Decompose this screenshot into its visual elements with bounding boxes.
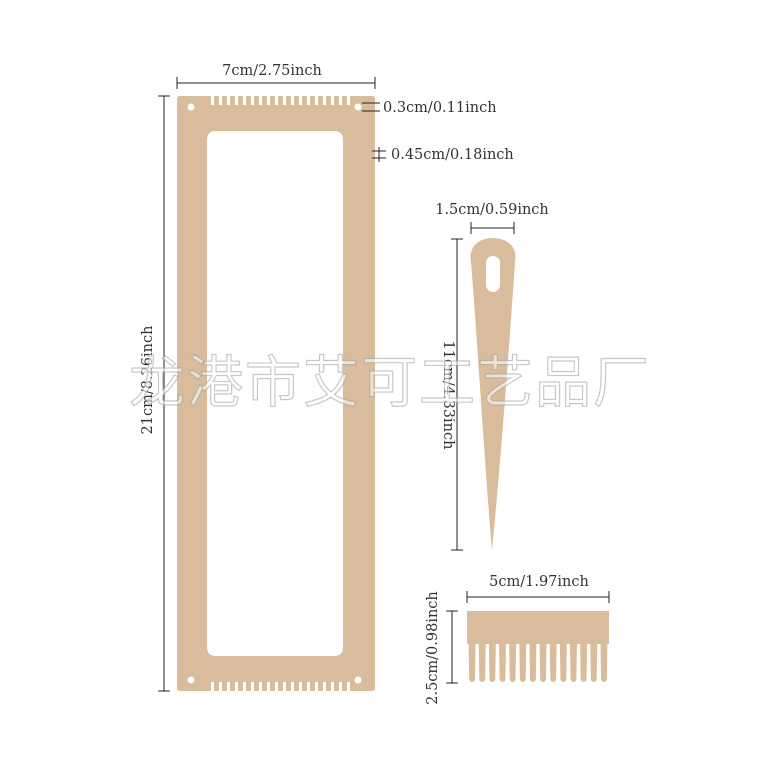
loom-width-label: 7cm/2.75inch <box>222 63 322 79</box>
loom-body <box>177 96 375 691</box>
watermark-text: 龙港市艾可工艺品厂 <box>129 351 651 416</box>
loom-slot-label: 0.45cm/0.18inch <box>391 147 514 163</box>
loom-hole-top-right <box>354 103 362 111</box>
needle-width-dimension: 1.5cm/0.59inch <box>435 202 549 234</box>
comb-height-dimension: 2.5cm/0.98inch <box>425 591 458 705</box>
loom-hole-dimension: 0.3cm/0.11inch <box>362 100 497 116</box>
loom-frame <box>177 96 375 691</box>
loom-height-dimension: 21cm/8.26inch <box>140 95 170 692</box>
needle-length-dimension: 11cm/4.33inch <box>440 238 463 551</box>
comb-body <box>467 611 609 682</box>
loom-hole-label: 0.3cm/0.11inch <box>383 100 497 116</box>
loom-hole-bottom-left <box>187 676 195 684</box>
needle-length-label: 11cm/4.33inch <box>440 341 456 450</box>
loom-hole-bottom-right <box>354 676 362 684</box>
loom-hole-top-left <box>187 103 195 111</box>
needle-eye <box>486 256 500 292</box>
comb-width-label: 5cm/1.97inch <box>489 574 589 590</box>
loom-slot-dimension: 0.45cm/0.18inch <box>372 147 514 163</box>
comb <box>467 611 609 682</box>
comb-width-dimension: 5cm/1.97inch <box>466 574 610 603</box>
needle <box>470 238 516 550</box>
comb-height-label: 2.5cm/0.98inch <box>425 591 441 705</box>
needle-body <box>470 238 516 550</box>
loom-width-dimension: 7cm/2.75inch <box>176 63 376 89</box>
loom-height-label: 21cm/8.26inch <box>140 326 156 435</box>
needle-width-label: 1.5cm/0.59inch <box>435 202 549 218</box>
